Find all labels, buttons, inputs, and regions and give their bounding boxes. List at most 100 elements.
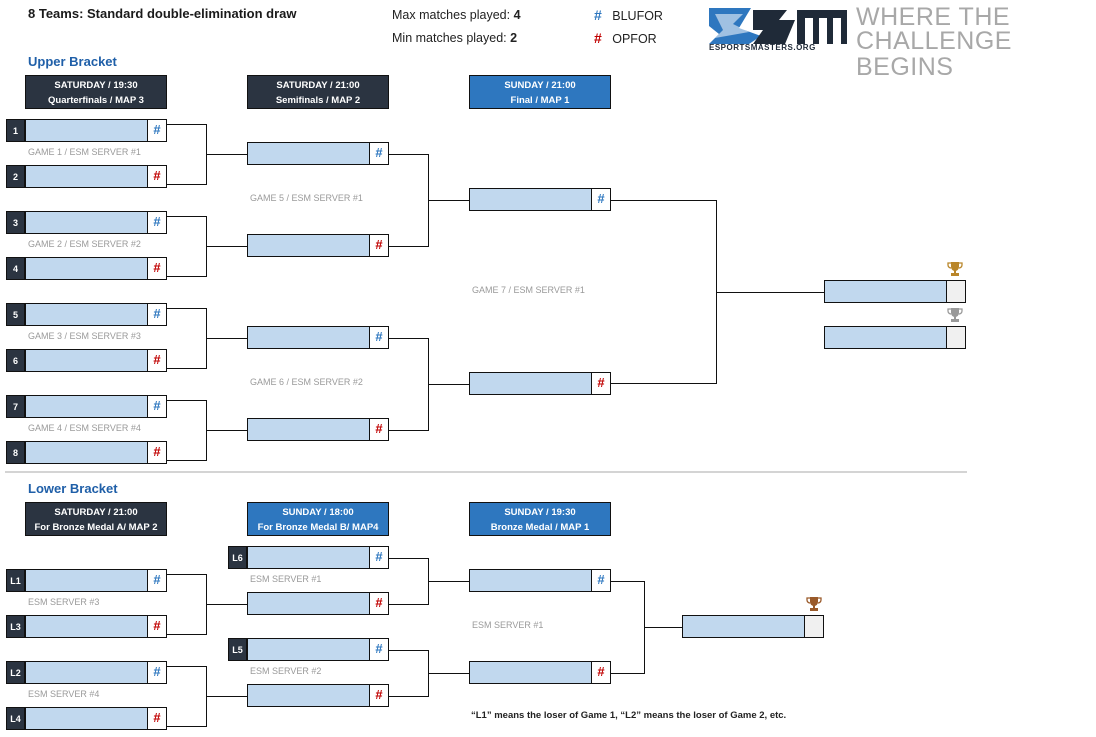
server-label: ESM SERVER #2 — [250, 666, 322, 676]
team-slot[interactable] — [25, 569, 148, 592]
server-label: ESM SERVER #1 — [250, 574, 322, 584]
seed-badge: 5 — [6, 303, 25, 326]
team-slot[interactable] — [25, 441, 148, 464]
blufor-hash-icon: # — [594, 7, 602, 23]
server-label: ESM SERVER #3 — [28, 597, 100, 607]
silver-trophy-icon — [947, 308, 963, 322]
team-slot[interactable] — [247, 142, 370, 165]
header-time: SUNDAY / 21:00 — [504, 80, 576, 91]
esm-logo-icon — [709, 8, 847, 44]
header-round: Bronze Medal / MAP 1 — [490, 522, 590, 533]
seed-badge: L5 — [228, 638, 247, 661]
seed-badge: L2 — [6, 661, 25, 684]
score-box[interactable] — [804, 615, 824, 638]
header-time: SATURDAY / 21:00 — [276, 80, 360, 91]
max-matches-stat: Max matches played: 4 — [392, 8, 521, 22]
team-slot[interactable] — [25, 257, 148, 280]
team-slot[interactable] — [247, 326, 370, 349]
header-round: For Bronze Medal B/ MAP4 — [257, 522, 379, 533]
team-slot[interactable] — [25, 707, 148, 730]
opfor-hash-icon: # — [594, 30, 602, 46]
header-round: Quarterfinals / MAP 3 — [48, 95, 144, 106]
team-slot[interactable] — [469, 188, 592, 211]
seed-badge: L3 — [6, 615, 25, 638]
team-slot[interactable] — [247, 546, 370, 569]
section-divider — [5, 471, 967, 473]
team-slot[interactable] — [469, 661, 592, 684]
header-time: SATURDAY / 19:30 — [54, 80, 138, 91]
game-label: GAME 1 / ESM SERVER #1 — [28, 147, 141, 157]
server-label: ESM SERVER #1 — [472, 620, 544, 630]
upper-bracket-title: Upper Bracket — [28, 54, 117, 69]
legend-opfor: # OPFOR — [594, 30, 657, 48]
team-slot[interactable] — [247, 638, 370, 661]
bronze-trophy-icon — [806, 597, 822, 611]
team-slot[interactable] — [25, 211, 148, 234]
upper-header-semifinals: SATURDAY / 21:00 Semifinals / MAP 2 — [247, 75, 389, 109]
winner-slot-silver[interactable] — [824, 326, 947, 349]
team-slot[interactable] — [25, 165, 148, 188]
lower-header-bronze-b: SUNDAY / 18:00 For Bronze Medal B/ MAP4 — [247, 502, 389, 536]
footnote: “L1” means the loser of Game 1, “L2” mea… — [471, 710, 787, 721]
gold-trophy-icon — [947, 262, 963, 276]
seed-badge: 6 — [6, 349, 25, 372]
team-slot[interactable] — [25, 349, 148, 372]
upper-header-quarterfinals: SATURDAY / 19:30 Quarterfinals / MAP 3 — [25, 75, 167, 109]
min-matches-label: Min matches played: — [392, 31, 507, 45]
logo-site-text: ESPORTSMASTERS.ORG — [709, 43, 816, 52]
team-slot[interactable] — [25, 615, 148, 638]
winner-slot-bronze[interactable] — [682, 615, 805, 638]
blufor-hash-icon: # — [591, 569, 611, 592]
seed-badge: 1 — [6, 119, 25, 142]
opfor-hash-icon: # — [147, 165, 167, 188]
opfor-hash-icon: # — [147, 615, 167, 638]
opfor-hash-icon: # — [369, 684, 389, 707]
game-label: GAME 6 / ESM SERVER #2 — [250, 377, 363, 387]
team-slot[interactable] — [469, 569, 592, 592]
opfor-hash-icon: # — [591, 372, 611, 395]
game-label: GAME 4 / ESM SERVER #4 — [28, 423, 141, 433]
game-label: GAME 3 / ESM SERVER #3 — [28, 331, 141, 341]
score-box[interactable] — [946, 326, 966, 349]
blufor-hash-icon: # — [147, 119, 167, 142]
team-slot[interactable] — [247, 418, 370, 441]
score-box[interactable] — [946, 280, 966, 303]
team-slot[interactable] — [25, 119, 148, 142]
legend-blufor: # BLUFOR — [594, 7, 663, 25]
team-slot[interactable] — [25, 303, 148, 326]
team-slot[interactable] — [469, 372, 592, 395]
blufor-label: BLUFOR — [612, 9, 663, 23]
max-matches-label: Max matches played: — [392, 8, 511, 22]
game-label: GAME 2 / ESM SERVER #2 — [28, 239, 141, 249]
seed-badge: L4 — [6, 707, 25, 730]
team-slot[interactable] — [247, 592, 370, 615]
header-time: SUNDAY / 19:30 — [504, 507, 576, 518]
seed-badge: 3 — [6, 211, 25, 234]
blufor-hash-icon: # — [369, 638, 389, 661]
team-slot[interactable] — [25, 661, 148, 684]
seed-badge: 8 — [6, 441, 25, 464]
team-slot[interactable] — [25, 395, 148, 418]
blufor-hash-icon: # — [147, 211, 167, 234]
blufor-hash-icon: # — [147, 661, 167, 684]
opfor-hash-icon: # — [147, 349, 167, 372]
header-round: For Bronze Medal A/ MAP 2 — [34, 522, 158, 533]
game-label: GAME 7 / ESM SERVER #1 — [472, 285, 585, 295]
blufor-hash-icon: # — [147, 569, 167, 592]
winner-slot-gold[interactable] — [824, 280, 947, 303]
opfor-label: OPFOR — [612, 32, 657, 46]
team-slot[interactable] — [247, 684, 370, 707]
page-title: 8 Teams: Standard double-elimination dra… — [28, 6, 297, 21]
max-matches-value: 4 — [513, 8, 521, 22]
header-time: SUNDAY / 18:00 — [282, 507, 354, 518]
game-label: GAME 5 / ESM SERVER #1 — [250, 193, 363, 203]
blufor-hash-icon: # — [369, 546, 389, 569]
team-slot[interactable] — [247, 234, 370, 257]
blufor-hash-icon: # — [369, 142, 389, 165]
lower-header-bronze-final: SUNDAY / 19:30 Bronze Medal / MAP 1 — [469, 502, 611, 536]
upper-header-final: SUNDAY / 21:00 Final / MAP 1 — [469, 75, 611, 109]
tagline-line-2: CHALLENGE BEGINS — [856, 27, 1012, 81]
seed-badge: 7 — [6, 395, 25, 418]
opfor-hash-icon: # — [369, 418, 389, 441]
opfor-hash-icon: # — [369, 234, 389, 257]
